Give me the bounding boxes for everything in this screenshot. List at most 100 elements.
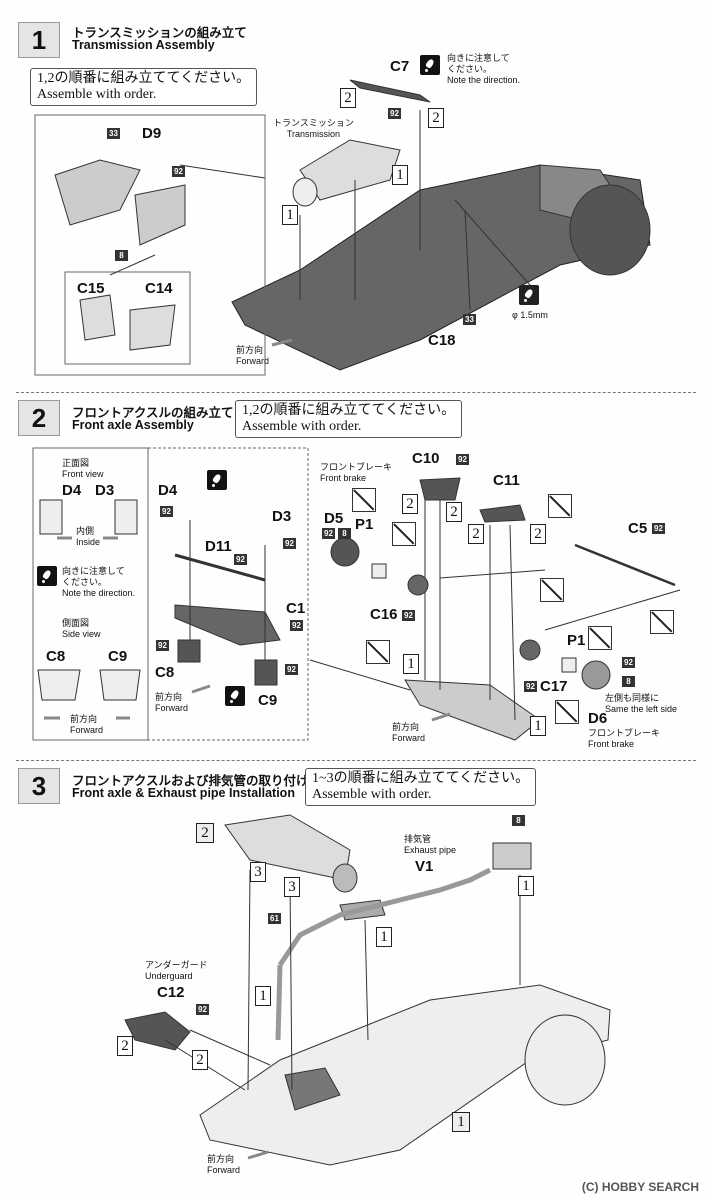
step-1-marker: 1 [530,716,546,736]
section-3-order-note: 1~3の順番に組み立ててください。 Assemble with order. [305,768,537,806]
step-3-marker: 3 [250,862,266,882]
part-tag-92: 92 [285,664,298,675]
section-1-title-jp: トランスミッションの組み立て [72,26,247,40]
part-d3: D3 [95,482,115,499]
step-3-marker: 3 [284,877,300,897]
no-glue-icon [555,700,579,724]
part-tag-92: 92 [322,528,335,539]
forward-label: 前方向 Forward [155,692,189,713]
front-brake-label: フロントブレーキ Front brake [588,728,661,749]
section-2-order-note: 1,2の順番に組み立ててください。 Assemble with order. [235,400,463,438]
direction-icon [37,566,57,586]
part-c8: C8 [46,648,66,665]
part-tag-33: 33 [463,314,476,325]
section-1-order-note: 1,2の順番に組み立ててください。 Assemble with order. [30,68,258,106]
part-c11: C11 [493,472,520,489]
part-d4: D4 [158,482,178,499]
part-tag-8: 8 [338,528,351,539]
step-1-marker: 1 [255,986,271,1006]
part-tag-92: 92 [652,523,665,534]
part-c17: C17 [540,678,568,695]
no-glue-icon [540,578,564,602]
part-d5: D5 [324,510,344,527]
part-p1: P1 [355,516,374,533]
no-glue-icon [548,494,572,518]
front-brake-label: フロントブレーキ Front brake [320,462,393,483]
part-tag-8: 8 [512,815,525,826]
drill-size: φ 1.5mm [512,310,548,320]
step-1-marker: 1 [282,205,298,225]
step-number-3: 3 [18,768,60,804]
part-d9: D9 [142,125,162,142]
forward-label: 前方向 Forward [70,714,104,735]
step-number-1: 1 [18,22,60,58]
section-divider [16,392,696,393]
transmission-label: トランスミッション Transmission [273,118,354,139]
part-tag-92: 92 [456,454,469,465]
part-d11: D11 [205,538,232,555]
part-p1: P1 [567,632,586,649]
watermark: (C) HOBBY SEARCH [581,1180,699,1194]
forward-label: 前方向 Forward [236,345,270,366]
side-view-label: 側面図 Side view [62,618,101,639]
part-c18: C18 [428,332,456,349]
step-1-marker: 1 [518,876,534,896]
no-glue-icon [352,488,376,512]
part-tag-92: 92 [402,610,415,621]
part-tag-92: 92 [156,640,169,651]
step-1-marker: 1 [392,165,408,185]
forward-label: 前方向 Forward [207,1154,241,1175]
direction-icon [207,470,227,490]
part-c8: C8 [155,664,175,681]
assembly-2-ref: 2 [196,823,214,843]
section-divider [16,760,696,761]
step-2-marker: 2 [468,524,484,544]
underguard-label: アンダーガード Underguard [145,960,208,981]
part-tag-92: 92 [524,681,537,692]
part-v1: V1 [415,858,434,875]
part-tag-92: 92 [196,1004,209,1015]
no-glue-icon [366,640,390,664]
direction-note: 向きに注意して ください。 Note the direction. [447,53,521,85]
part-c9: C9 [258,692,278,709]
section-3-title-en: Front axle & Exhaust pipe Installation [72,786,295,800]
part-tag-8: 8 [115,250,128,261]
direction-note: 向きに注意して ください。 Note the direction. [62,566,136,598]
part-c12: C12 [157,984,185,1001]
inside-label: 内側 Inside [76,526,101,547]
part-tag-92: 92 [234,554,247,565]
direction-icon [225,686,245,706]
part-tag-92: 92 [172,166,185,177]
part-c16: C16 [370,606,398,623]
section-1-title-en: Transmission Assembly [72,38,215,52]
section-3-title-jp: フロントアクスルおよび排気管の取り付け [72,774,309,788]
step-1-marker: 1 [403,654,419,674]
forward-label: 前方向 Forward [392,722,426,743]
part-tag-92: 92 [622,657,635,668]
exhaust-pipe-label: 排気管 Exhaust pipe [404,834,457,855]
section-2-title-jp: フロントアクスルの組み立て [72,406,234,420]
no-glue-icon [650,610,674,634]
direction-icon [420,55,440,75]
front-view-label: 正面図 Front view [62,458,104,479]
no-glue-icon [588,626,612,650]
part-tag-92: 92 [290,620,303,631]
part-c15: C15 [77,280,105,297]
same-left-side-label: 左側も同様に Same the left side [605,693,678,714]
part-c7: C7 [390,58,410,75]
part-tag-92: 92 [160,506,173,517]
part-tag-33: 33 [107,128,120,139]
step-1-marker: 1 [376,927,392,947]
part-c10: C10 [412,450,440,467]
step-number-2: 2 [18,400,60,436]
part-c1: C1 [286,600,306,617]
step-2-marker: 2 [117,1036,133,1056]
part-d6: D6 [588,710,608,727]
assembly-1-ref: 1 [452,1112,470,1132]
part-tag-92: 92 [388,108,401,119]
part-tag-8: 8 [622,676,635,687]
step-2-marker: 2 [446,502,462,522]
part-tag-61: 61 [268,913,281,924]
